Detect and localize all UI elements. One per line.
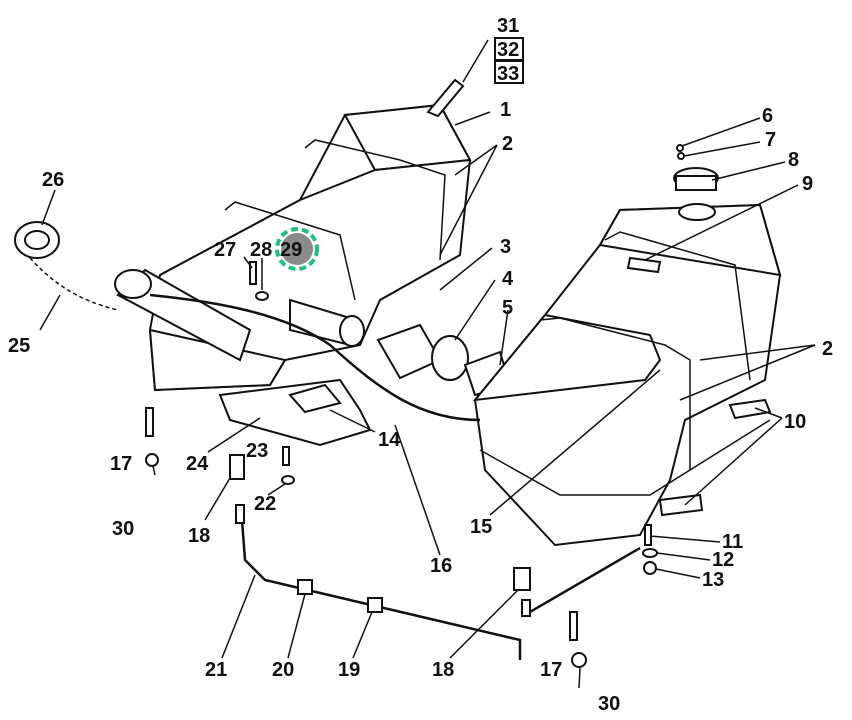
bolt-11: [644, 524, 652, 546]
callout-32: 32: [497, 39, 519, 61]
callout-14: 14: [378, 429, 401, 451]
callout-16: 16: [430, 555, 452, 577]
washer-22: [281, 475, 295, 485]
washer-12: [642, 548, 658, 558]
washer-30-right: [571, 652, 587, 668]
callout-6: 6: [762, 105, 773, 127]
callout-10: 10: [784, 411, 806, 433]
strap-bracket-10: [658, 398, 772, 517]
washer-30-left: [145, 453, 159, 467]
clamp-19: [367, 597, 383, 613]
callout-13: 13: [702, 569, 724, 591]
callout-17-right: 17: [540, 659, 562, 681]
callout-20: 20: [272, 659, 294, 681]
cap-chain: [29, 257, 119, 311]
callout-5: 5: [502, 297, 513, 319]
bolt-17-left: [145, 407, 154, 437]
callout-1: 1: [500, 99, 511, 121]
sender-outlet-right: [626, 256, 662, 274]
callout-2-left: 2: [502, 133, 513, 155]
callout-4: 4: [502, 268, 514, 290]
callout-7: 7: [765, 129, 776, 151]
callout-18-left: 18: [188, 525, 210, 547]
highlighted-part-29: [275, 227, 319, 271]
leader-lines: [39, 111, 816, 689]
callout-24: 24: [186, 453, 209, 475]
fitting-18-right: [513, 567, 531, 617]
callout-19: 19: [338, 659, 360, 681]
callout-2-right: 2: [822, 338, 833, 360]
callout-9: 9: [802, 173, 813, 195]
clamp-20: [297, 579, 313, 595]
callout-3: 3: [500, 236, 511, 258]
callout-labels: 31 32 33 1 2 3 4 5 6 7 8 9 2 10 11 12 13…: [8, 15, 833, 715]
fitting-18-left: [229, 454, 245, 524]
left-tank-outlet: [289, 298, 365, 347]
right-filler-cap: [673, 167, 719, 221]
callout-18-right: 18: [432, 659, 454, 681]
callout-12: 12: [712, 549, 734, 571]
pad-14: [288, 383, 342, 414]
fuel-sender-unit: [376, 323, 512, 397]
vent-rod: [426, 78, 465, 118]
ref-group-31-33: [462, 37, 524, 84]
callout-25: 25: [8, 335, 30, 357]
bolt-27: [249, 261, 257, 285]
callout-17-left: 17: [110, 453, 132, 475]
callout-26: 26: [42, 169, 64, 191]
callout-11: 11: [722, 531, 743, 553]
callout-28: 28: [250, 239, 272, 261]
callout-29: 29: [280, 239, 302, 261]
right-fuel-tank: [472, 203, 782, 547]
callout-21: 21: [205, 659, 227, 681]
callout-15: 15: [470, 516, 492, 538]
bolt-17-right: [569, 611, 578, 641]
nut-13: [643, 561, 657, 575]
callout-23: 23: [246, 440, 268, 462]
callout-30-left: 30: [112, 518, 134, 540]
callout-8: 8: [788, 149, 799, 171]
washer-28: [255, 291, 269, 301]
bolt-23: [282, 446, 290, 466]
callout-33: 33: [497, 63, 519, 85]
filler-neck-pipe: [114, 268, 252, 362]
callout-22: 22: [254, 493, 276, 515]
callout-27: 27: [214, 239, 236, 261]
mount-bracket-24: [218, 378, 372, 447]
filler-cap: [14, 221, 60, 259]
screw-6-7: [676, 144, 685, 160]
callout-31: 31: [497, 15, 519, 37]
callout-30-right: 30: [598, 693, 620, 715]
